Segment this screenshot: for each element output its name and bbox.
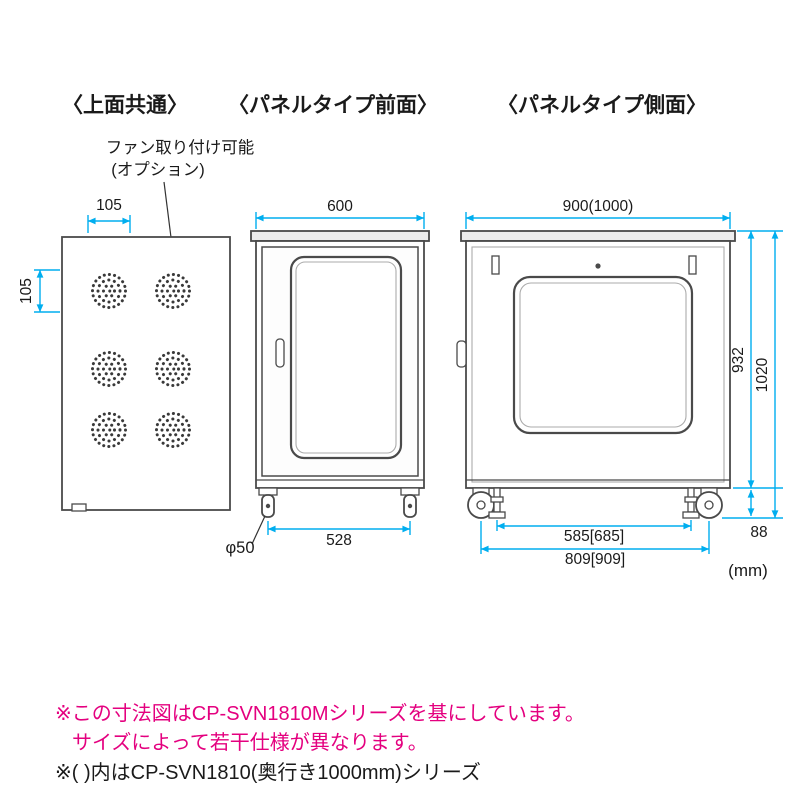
dim-label-phi50: φ50	[225, 539, 254, 557]
dim-label-105-y: 105	[18, 278, 35, 304]
dim-side-foot-pitch: 585[685]	[496, 520, 692, 545]
caster-diameter-callout: φ50	[225, 515, 266, 557]
side-top-cap	[460, 230, 736, 242]
front-door-handle	[275, 338, 285, 368]
footnotes: ※この寸法図はCP-SVN1810Mシリーズを基にしています。 サイズによって若…	[55, 702, 585, 784]
front-door-window-inner	[295, 261, 397, 454]
side-view: 900(1000) 932 1020 88 585[685] 809[909] …	[456, 198, 783, 580]
side-panel-inner-frame	[471, 246, 725, 483]
dim-label-809-909: 809[909]	[565, 551, 625, 568]
note-line-1: ※この寸法図はCP-SVN1810Mシリーズを基にしています。	[55, 702, 585, 725]
dim-label-88: 88	[750, 524, 767, 541]
dim-fan-pitch-x: 105	[87, 197, 131, 233]
front-top-cap	[250, 230, 430, 242]
top-view-latch	[71, 503, 87, 512]
side-screw	[595, 263, 601, 269]
top-view-outline	[61, 236, 231, 511]
dim-side-heights: 932 1020 88	[722, 230, 783, 541]
note-line-2: サイズによって若干仕様が異なります。	[72, 731, 428, 754]
front-caster-left	[258, 487, 278, 518]
front-caster-right	[400, 487, 420, 518]
dim-label-585-685: 585[685]	[564, 528, 624, 545]
dim-front-width: 600	[255, 198, 425, 229]
dim-label-600: 600	[327, 198, 353, 215]
side-panel-window-inner	[519, 282, 687, 428]
front-door-window	[289, 255, 403, 460]
dim-side-depth: 900(1000)	[465, 198, 731, 229]
dim-label-528: 528	[326, 532, 352, 549]
dim-label-105-x: 105	[96, 197, 122, 214]
note-line-3: ※( )内はCP-SVN1810(奥行き1000mm)シリーズ	[55, 761, 481, 784]
fan-note-line1: ファン取り付け可能	[106, 138, 255, 157]
dim-fan-pitch-y: 105	[18, 269, 60, 313]
side-vent-slot-left	[491, 255, 500, 275]
dim-label-1020: 1020	[754, 357, 771, 392]
dim-label-932: 932	[730, 347, 747, 373]
dim-side-caster-pitch: 809[909]	[480, 521, 710, 568]
side-door-handle	[456, 340, 467, 368]
front-view: 600 528 φ50	[225, 198, 430, 557]
side-leveling-foot-left	[488, 487, 506, 519]
header-top-view: 〈上面共通〉	[62, 93, 188, 117]
header-side-view: 〈パネルタイプ側面〉	[497, 93, 707, 117]
side-caster-right	[695, 487, 723, 519]
fan-note-line2: (オプション)	[111, 160, 205, 179]
dim-label-900-1000: 900(1000)	[563, 198, 634, 215]
top-view: ファン取り付け可能 (オプション) 105 105	[18, 138, 255, 512]
header-front-view: 〈パネルタイプ前面〉	[228, 93, 438, 117]
unit-label: (mm)	[728, 561, 768, 580]
side-panel-window	[512, 275, 694, 435]
side-vent-slot-right	[688, 255, 697, 275]
dim-front-caster-pitch: 528	[267, 521, 411, 549]
